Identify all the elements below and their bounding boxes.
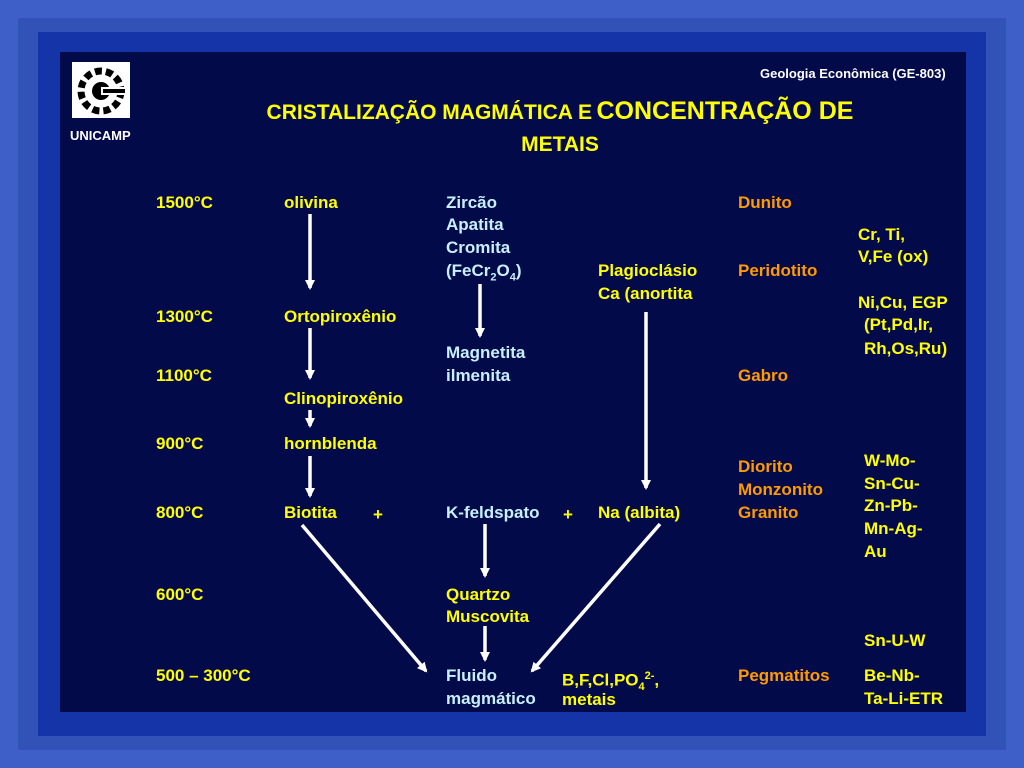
rock-pegmatitos: Pegmatitos bbox=[738, 666, 830, 685]
metals-pegmatito: Be-Nb- bbox=[864, 666, 920, 685]
title-part2: CONCENTRAÇÃO DE bbox=[596, 97, 854, 125]
temperature-label: 1500°C bbox=[156, 193, 213, 212]
metais-label: metais bbox=[562, 690, 616, 709]
mineral-apatita: Apatita bbox=[446, 215, 504, 234]
metals-granito: Sn-Cu- bbox=[864, 474, 920, 493]
institution-label: UNICAMP bbox=[70, 128, 131, 143]
rock-gabro: Gabro bbox=[738, 366, 789, 385]
rock-diorito: Diorito bbox=[738, 457, 793, 476]
rock-granito: Granito bbox=[738, 503, 799, 522]
metals-pegmatito: Ta-Li-ETR bbox=[864, 689, 944, 708]
mineral-hornblenda: hornblenda bbox=[284, 434, 377, 453]
temperature-label: 1100°C bbox=[156, 366, 212, 385]
metals-granito: Mn-Ag- bbox=[864, 519, 923, 538]
metals-granito: Au bbox=[864, 542, 887, 561]
mineral-muscovita: Muscovita bbox=[446, 607, 530, 626]
unicamp-logo bbox=[72, 62, 130, 118]
metals-granito: Zn-Pb- bbox=[864, 496, 918, 515]
slide-title: CRISTALIZAÇÃO MAGMÁTICA E CONCENTRAÇÃO D… bbox=[180, 96, 940, 162]
mineral-anortita: Ca (anortita bbox=[598, 284, 693, 303]
cromita-formula: (FeCr2O4) bbox=[446, 261, 522, 284]
metals-peridotito: (Pt,Pd,Ir, bbox=[864, 315, 933, 334]
mineral-ortopiroxenio: Ortopiroxênio bbox=[284, 307, 397, 326]
fluido-label: Fluido bbox=[446, 666, 497, 685]
metals-dunito: V,Fe (ox) bbox=[858, 247, 929, 266]
metals-peridotito: Rh,Os,Ru) bbox=[864, 339, 948, 358]
mineral-olivina: olivina bbox=[284, 193, 338, 212]
rock-peridotito: Peridotito bbox=[738, 261, 818, 280]
mineral-magnetita: Magnetita bbox=[446, 343, 526, 362]
mineral-ilmenita: ilmenita bbox=[446, 366, 511, 385]
title-line2: METAIS bbox=[521, 133, 599, 156]
mineral-albita: Na (albita) bbox=[598, 503, 681, 522]
title-part1: CRISTALIZAÇÃO MAGMÁTICA E bbox=[266, 101, 593, 124]
mineral-k-feldspato: K-feldspato bbox=[446, 503, 540, 522]
metals-peridotito: Ni,Cu, EGP bbox=[858, 293, 948, 312]
mineral-clinopiroxenio: Clinopiroxênio bbox=[284, 389, 403, 408]
plus-sign: + bbox=[373, 505, 383, 524]
plus-sign: + bbox=[563, 505, 573, 524]
temperature-label: 900°C bbox=[156, 434, 204, 453]
metals-granito: W-Mo- bbox=[864, 451, 916, 470]
mineral-cromita: Cromita bbox=[446, 238, 511, 257]
rock-monzonito: Monzonito bbox=[738, 480, 823, 499]
mineral-biotita: Biotita bbox=[284, 503, 337, 522]
metals-pegmatito: Sn-U-W bbox=[864, 631, 926, 650]
course-label: Geologia Econômica (GE-803) bbox=[760, 66, 946, 81]
arrow-biotita-fluido bbox=[300, 523, 428, 673]
unicamp-logo-icon bbox=[77, 67, 125, 115]
metals-dunito: Cr, Ti, bbox=[858, 225, 905, 244]
slide-background bbox=[60, 52, 966, 712]
volatiles-label: B,F,Cl,PO42-, bbox=[562, 670, 660, 694]
temperature-label: 800°C bbox=[156, 503, 204, 522]
mineral-zircao: Zircão bbox=[446, 193, 498, 212]
magmatico-label: magmático bbox=[446, 689, 536, 708]
arrow-albita-fluido bbox=[530, 522, 662, 673]
rock-dunito: Dunito bbox=[738, 193, 792, 212]
temperature-label: 1300°C bbox=[156, 307, 213, 326]
temperature-label: 600°C bbox=[156, 585, 204, 604]
temperature-label: 500 – 300°C bbox=[156, 666, 251, 685]
mineral-quartzo: Quartzo bbox=[446, 585, 511, 604]
mineral-plagioclasio: Plagioclásio bbox=[598, 261, 698, 280]
